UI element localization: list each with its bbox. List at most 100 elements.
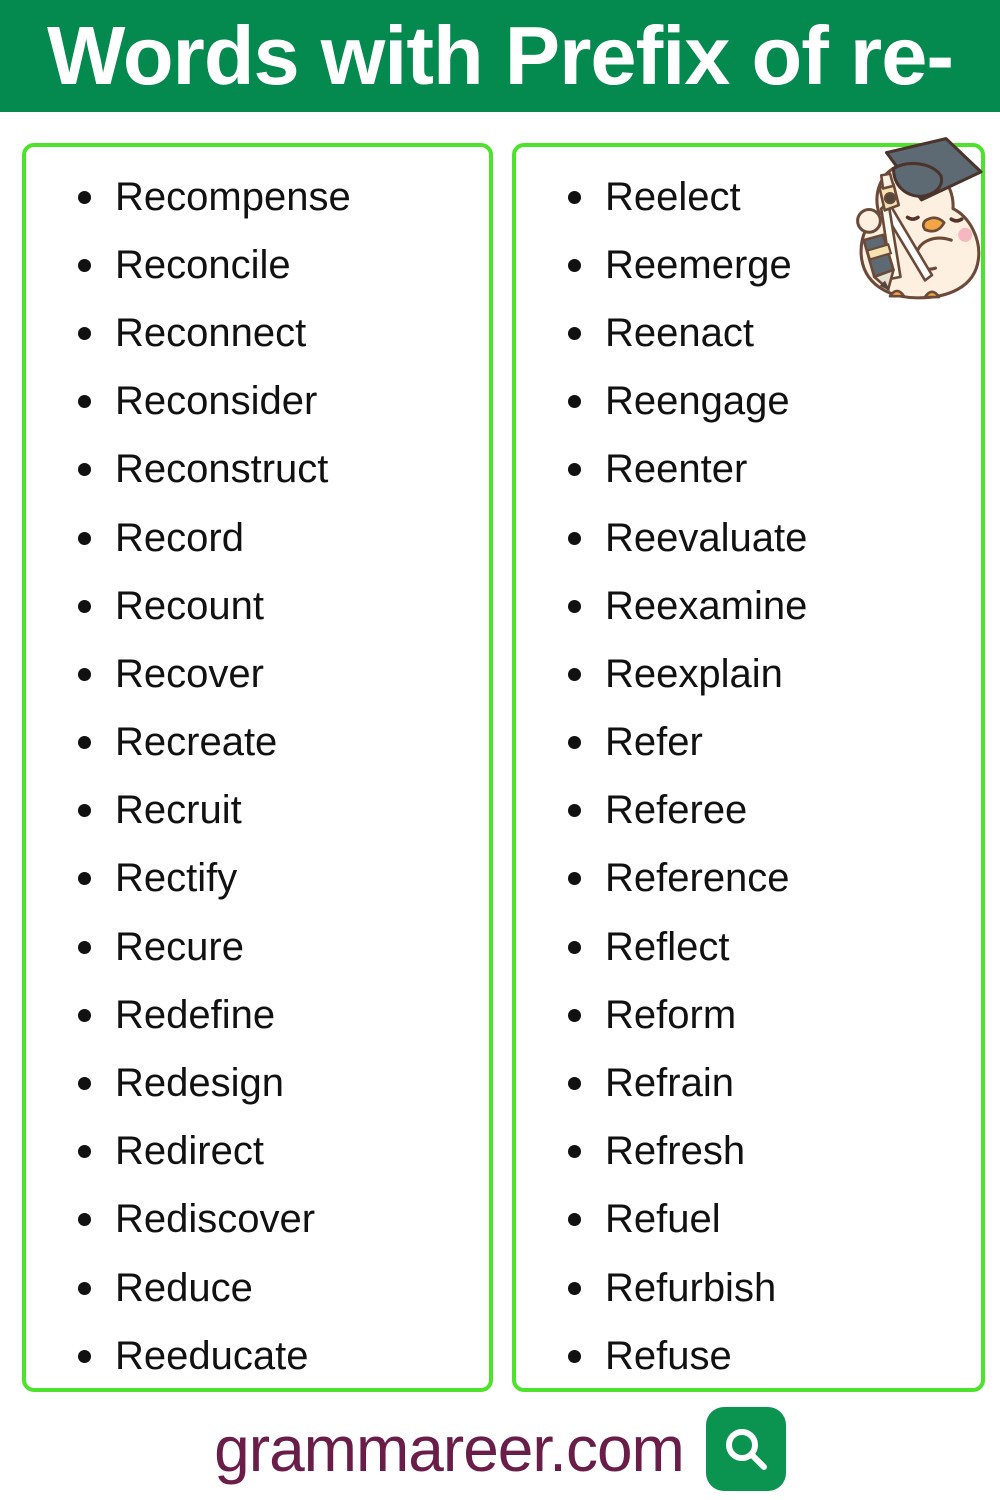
bullet-icon [78,1077,91,1091]
bullet-icon [568,804,581,818]
page-title: Words with Prefix of re- [46,9,954,102]
word-list-item: Redirect [78,1118,489,1186]
word-list-item: Reexplain [568,640,981,708]
word-list-item: Reelect [568,163,981,231]
bullet-icon [568,1008,581,1022]
word-list-item: Reengage [568,368,981,436]
word-list-item: Refuse [568,1322,981,1390]
word-column-left: Recompense Reconcile Reconnect Reconside… [22,143,493,1392]
word-list-item: Reconcile [78,231,489,299]
bullet-icon [78,1008,91,1022]
word-label: Reenter [605,447,748,492]
bullet-icon [78,1145,91,1159]
word-list-item: Refrain [568,1049,981,1117]
bullet-icon [568,1281,581,1295]
footer: grammareer.com [0,1398,1000,1500]
word-list-item: Reemerge [568,231,981,299]
word-list-item: Recruit [78,777,489,845]
word-label: Reelect [605,174,741,219]
word-label: Rediscover [115,1197,316,1242]
word-list-item: Redefine [78,981,489,1049]
bullet-icon [568,395,581,409]
word-label: Reeducate [115,1333,309,1378]
bullet-icon [78,667,91,681]
word-label: Refresh [605,1129,746,1174]
word-list-item: Refer [568,709,981,777]
word-label: Redirect [115,1129,264,1174]
graduate-chick-mascot [848,124,988,316]
bullet-icon [568,326,581,340]
bullet-icon [78,463,91,477]
search-button[interactable] [705,1407,786,1491]
bullet-icon [568,1349,581,1363]
word-label: Redefine [115,992,276,1037]
word-label: Reconcile [115,242,291,287]
word-list-item: Refresh [568,1118,981,1186]
word-list-item: Reexamine [568,572,981,640]
word-list-item: Reconstruct [78,436,489,504]
word-column-right: Reelect Reemerge Reenact Reengage Reente… [512,143,985,1392]
word-label: Reexamine [605,583,808,628]
word-list-left: Recompense Reconcile Reconnect Reconside… [26,147,489,1390]
word-label: Refrain [605,1061,734,1106]
word-list-item: Recreate [78,709,489,777]
word-label: Recure [115,924,244,969]
word-list-item: Reference [568,845,981,913]
word-list-item: Recover [78,640,489,708]
word-list-item: Recount [78,572,489,640]
word-label: Reengage [605,379,790,424]
word-label: Recruit [115,788,242,833]
bullet-icon [78,1349,91,1363]
bullet-icon [78,804,91,818]
word-label: Reconstruct [115,447,329,492]
word-list-item: Rediscover [78,1186,489,1254]
bullet-icon [78,599,91,613]
word-list-item: Reconnect [78,299,489,367]
word-label: Rectify [115,856,238,901]
word-list-right: Reelect Reemerge Reenact Reengage Reente… [516,147,981,1390]
word-list-item: Record [78,504,489,572]
bullet-icon [568,599,581,613]
word-list-item: Reevaluate [568,504,981,572]
bullet-icon [568,667,581,681]
graduate-chick-icon [856,137,983,300]
word-list-item: Reduce [78,1254,489,1322]
word-label: Reflect [605,924,730,969]
bullet-icon [568,463,581,477]
word-label: Refuse [605,1333,732,1378]
word-list-item: Recompense [78,163,489,231]
bullet-icon [78,326,91,340]
word-list-item: Reeducate [78,1322,489,1390]
bullet-icon [78,1213,91,1227]
word-label: Reconnect [115,310,307,355]
bullet-icon [568,1145,581,1159]
bullet-icon [78,736,91,750]
word-list-item: Reenter [568,436,981,504]
bullet-icon [568,258,581,272]
word-label: Reevaluate [605,515,808,560]
word-label: Refer [605,720,703,765]
bullet-icon [568,872,581,886]
bullet-icon [78,258,91,272]
bullet-icon [78,872,91,886]
word-label: Recount [115,583,264,628]
word-label: Reference [605,856,790,901]
word-label: Recover [115,651,264,696]
word-label: Record [115,515,244,560]
bullet-icon [78,531,91,545]
word-list-item: Redesign [78,1049,489,1117]
word-list-item: Referee [568,777,981,845]
word-list-item: Reform [568,981,981,1049]
bullet-icon [568,1213,581,1227]
header-banner: Words with Prefix of re- [0,0,1000,112]
bullet-icon [568,190,581,204]
bullet-icon [78,190,91,204]
word-list-item: Reconsider [78,368,489,436]
bullet-icon [78,395,91,409]
word-label: Refuel [605,1197,721,1242]
word-list-item: Recure [78,913,489,981]
bullet-icon [568,940,581,954]
word-list-item: Reflect [568,913,981,981]
word-label: Reduce [115,1265,253,1310]
bullet-icon [78,940,91,954]
